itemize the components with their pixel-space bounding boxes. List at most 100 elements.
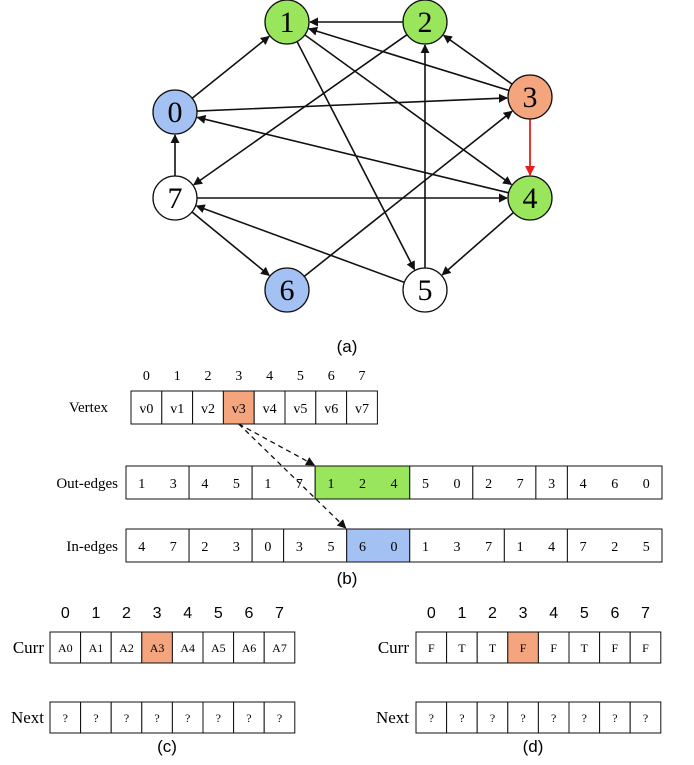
edge-3-to-2 [442,34,513,85]
panel_c-index-1: 1 [91,605,100,622]
panel_d-curr-label: Curr [378,638,410,657]
panel_d-index-1: 1 [457,605,466,622]
edge-3-to-1 [308,26,510,92]
panel_d-next-cell-3 [507,701,539,734]
vertex-cell-2 [192,390,224,425]
panel_c-curr-cell-4 [171,631,204,664]
panel_d-next-cell-0 [415,701,448,734]
out-edge-value: 2 [359,477,366,492]
edge-0-to-1 [191,35,270,99]
in-edge-value: 3 [454,540,461,555]
graph-edges [170,17,535,284]
panel_c-next-cell-0 [49,701,82,734]
panel_c-curr-cell-7 [263,631,296,664]
panel_d-curr-cell-1 [446,631,478,664]
panel_c-curr-value: A7 [272,641,287,655]
panel_c-curr-value: A1 [89,641,104,655]
caption-a: (a) [337,337,358,356]
panel_d-curr-value: F [520,641,527,655]
out-edge-value: 1 [138,477,145,492]
panel_c-next-label: Next [11,708,44,727]
node-label: 3 [523,81,538,114]
panel_d-curr-value: T [489,641,497,655]
in-edge-group-7 [566,528,663,563]
graph-node-4: 4 [507,175,553,221]
vertex-index-2: 2 [205,369,212,384]
out-row-label: Out-edges [56,476,118,492]
in-edge-value: 7 [485,540,492,555]
panel_d-next-value: ? [459,711,464,725]
vertex-cell-label: v3 [232,402,246,417]
edge-6-to-3 [303,110,513,277]
panel_d-curr-value: F [550,641,557,655]
panel_c-index-3: 3 [153,605,162,622]
panel_d-next-cell-4 [537,701,570,734]
out-edge-value: 6 [611,477,618,492]
vertex-cell-label: v1 [170,402,184,417]
out-edge-value: 3 [548,477,555,492]
panel_d-curr-cell-6 [599,631,631,664]
panel_c-index-7: 7 [275,605,284,622]
pointer-out-edges [238,423,315,466]
panel_c-curr-label: Curr [13,638,45,657]
panel_c-next-value: ? [154,711,159,725]
out-edge-group-0 [125,465,190,500]
vertex-cell-3 [222,390,255,425]
node-label: 1 [280,6,295,39]
out-edge-group-6 [535,465,568,500]
in-edge-value: 7 [170,540,177,555]
panel_c-curr-value: A5 [211,641,226,655]
in-edge-value: 5 [327,540,334,555]
panel_d-next-label: Next [376,708,409,727]
in-edge-value: 5 [643,540,650,555]
vertex-index-6: 6 [328,369,335,384]
panel_c-curr-value: A4 [180,641,195,655]
out-edge-value: 1 [327,477,334,492]
in-edge-value: 4 [138,540,145,555]
panel_c-curr-cell-0 [49,631,82,664]
in-edge-value: 0 [391,540,398,555]
panel_d-index-2: 2 [488,605,497,622]
node-label: 4 [523,182,538,215]
panel_d-index-7: 7 [641,605,650,622]
panel_c-next-value: ? [216,711,221,725]
node-circle [152,89,198,135]
node-label: 6 [280,274,295,307]
out-edge-group-1 [188,465,253,500]
panel_c-curr-cell-6 [233,631,265,664]
out-edge-group-7 [566,465,663,500]
panel_d-next-value: ? [490,711,495,725]
vertex-cell-label: v4 [263,402,277,417]
panel_c-next-value: ? [277,711,282,725]
panel_d-next-value: ? [643,711,648,725]
panel_d-next-value: ? [429,711,434,725]
panel_d-curr-value: T [458,641,466,655]
out-edge-group-4 [409,465,474,500]
edge-4-to-0 [196,114,509,194]
in-edge-value: 1 [517,540,524,555]
in-edge-value: 2 [611,540,618,555]
node-label: 7 [168,182,183,215]
caption-c: (c) [157,737,177,756]
out-edge-group-2 [251,465,316,500]
graph-node-3: 3 [507,74,553,120]
panel_d-next-cell-7 [629,701,662,734]
panel_c-curr-value: A3 [150,641,165,655]
panel_c-curr-value: A6 [242,641,257,655]
in-edge-value: 7 [580,540,587,555]
panel_c-index-0: 0 [61,605,70,622]
panel_c-index-4: 4 [183,605,192,622]
out-edge-value: 2 [485,477,492,492]
panel_c-curr-cell-1 [80,631,112,664]
in-edge-group-5 [409,528,505,563]
in-edge-value: 4 [548,540,555,555]
vertex-index-0: 0 [143,369,150,384]
vertex-index-1: 1 [174,369,181,384]
node-circle [264,0,310,45]
panel_d-curr-cell-7 [629,631,662,664]
node-label: 0 [168,96,183,129]
panel_c-next-value: ? [124,711,129,725]
graph-node-5: 5 [402,267,448,313]
caption-d: (d) [523,737,544,756]
